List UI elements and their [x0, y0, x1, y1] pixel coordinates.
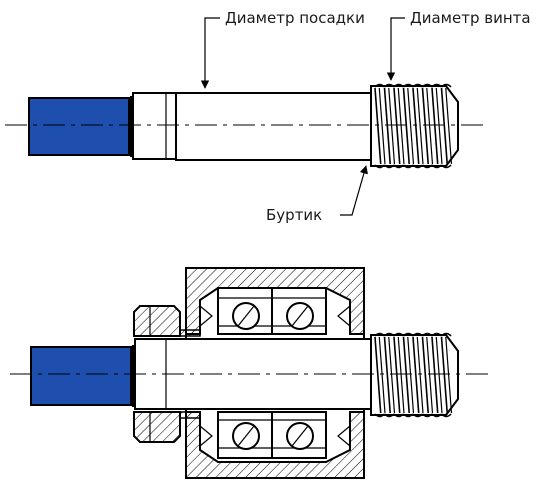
thread-top — [370, 83, 459, 169]
bottom-view — [10, 267, 488, 479]
leader-seat — [200, 17, 220, 89]
motor-end-bottom — [30, 346, 132, 406]
label-seat-diameter: Диаметр посадки — [225, 9, 365, 27]
leader-shoulder — [340, 165, 368, 216]
lock-nut — [133, 305, 181, 443]
thread-bottom — [370, 332, 459, 418]
label-shoulder: Буртик — [266, 206, 322, 224]
spacer-top — [179, 329, 201, 337]
shoulder-collar-top — [132, 92, 177, 160]
bearing-bottom — [199, 411, 351, 459]
motor-end-top — [28, 97, 130, 156]
label-thread-diameter: Диаметр винта — [410, 9, 531, 27]
seat-section-top — [175, 92, 372, 161]
top-view — [5, 83, 485, 169]
leader-thread — [386, 17, 405, 81]
spacer-bottom — [179, 411, 201, 419]
bearing-top — [199, 287, 351, 335]
